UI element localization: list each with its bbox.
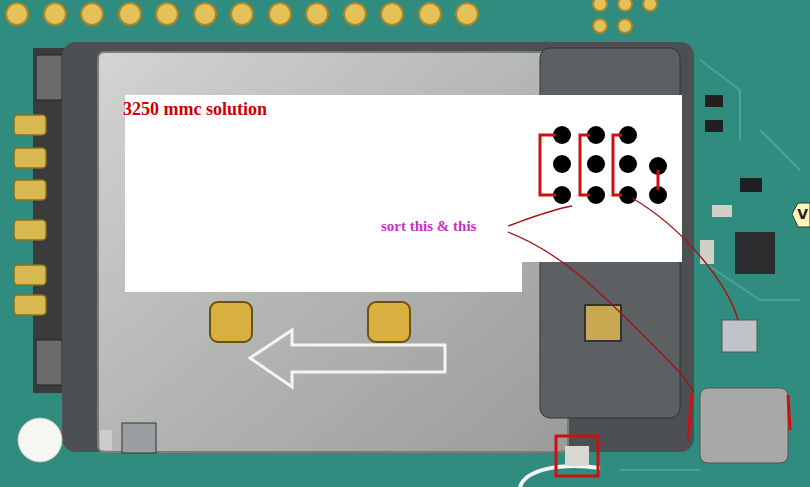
trace xyxy=(620,469,700,471)
chip xyxy=(122,423,156,453)
buzzer xyxy=(700,388,788,463)
contact-hole xyxy=(368,302,410,342)
connector-pins xyxy=(14,115,46,315)
component xyxy=(740,178,762,192)
pad xyxy=(456,3,478,25)
pad xyxy=(269,3,291,25)
pad xyxy=(618,0,632,11)
pad xyxy=(6,3,28,25)
leader-line xyxy=(508,232,694,392)
pad xyxy=(618,19,632,33)
jumper xyxy=(657,170,660,190)
title: 3250 mmc solution xyxy=(123,99,267,120)
leader-line xyxy=(632,198,738,320)
component xyxy=(712,205,732,217)
label-holder: V xyxy=(797,205,808,223)
component xyxy=(705,120,723,132)
pad-grid xyxy=(553,126,667,204)
pin xyxy=(14,220,46,240)
pad xyxy=(381,3,403,25)
bracket xyxy=(580,135,590,195)
resistor xyxy=(100,430,112,450)
pad xyxy=(419,3,441,25)
leaders xyxy=(508,198,738,392)
mark-line xyxy=(788,395,790,430)
pin xyxy=(14,265,46,285)
pin xyxy=(14,148,46,168)
pin xyxy=(14,115,46,135)
dot xyxy=(619,155,637,173)
trace xyxy=(700,60,740,140)
pad xyxy=(44,3,66,25)
pad xyxy=(119,3,141,25)
pin xyxy=(14,180,46,200)
bracket xyxy=(613,135,622,195)
jumpers xyxy=(540,135,658,195)
pad xyxy=(156,3,178,25)
insert-arrow xyxy=(250,330,445,387)
connector-latch xyxy=(36,55,62,100)
pad xyxy=(194,3,216,25)
dot xyxy=(553,155,571,173)
label-holder: sort this & this xyxy=(381,217,476,235)
component xyxy=(585,305,621,341)
pad xyxy=(344,3,366,25)
chip xyxy=(722,320,757,352)
trace xyxy=(760,130,800,170)
test-pads xyxy=(6,0,657,33)
pin xyxy=(14,295,46,315)
holder-frame xyxy=(62,42,694,452)
pad xyxy=(643,0,657,11)
bracket xyxy=(540,135,556,195)
note-text: sort this & this xyxy=(381,218,476,235)
chip xyxy=(735,232,775,274)
pad xyxy=(81,3,103,25)
mark-line xyxy=(688,393,692,440)
pad xyxy=(593,19,607,33)
contact-hole xyxy=(210,302,252,342)
leader-line xyxy=(508,206,572,226)
component xyxy=(565,446,589,466)
callout-tag xyxy=(792,203,810,227)
callout-letter: V xyxy=(797,206,808,222)
title-holder: 3250 mmc solution xyxy=(123,99,267,120)
mount-hole xyxy=(18,418,62,462)
pad xyxy=(231,3,253,25)
pad xyxy=(306,3,328,25)
component xyxy=(705,95,723,107)
component xyxy=(700,240,714,264)
mark-box xyxy=(556,436,598,476)
connector-latch xyxy=(36,340,62,385)
dot xyxy=(587,155,605,173)
white-panel xyxy=(125,95,682,292)
pad xyxy=(593,0,607,11)
